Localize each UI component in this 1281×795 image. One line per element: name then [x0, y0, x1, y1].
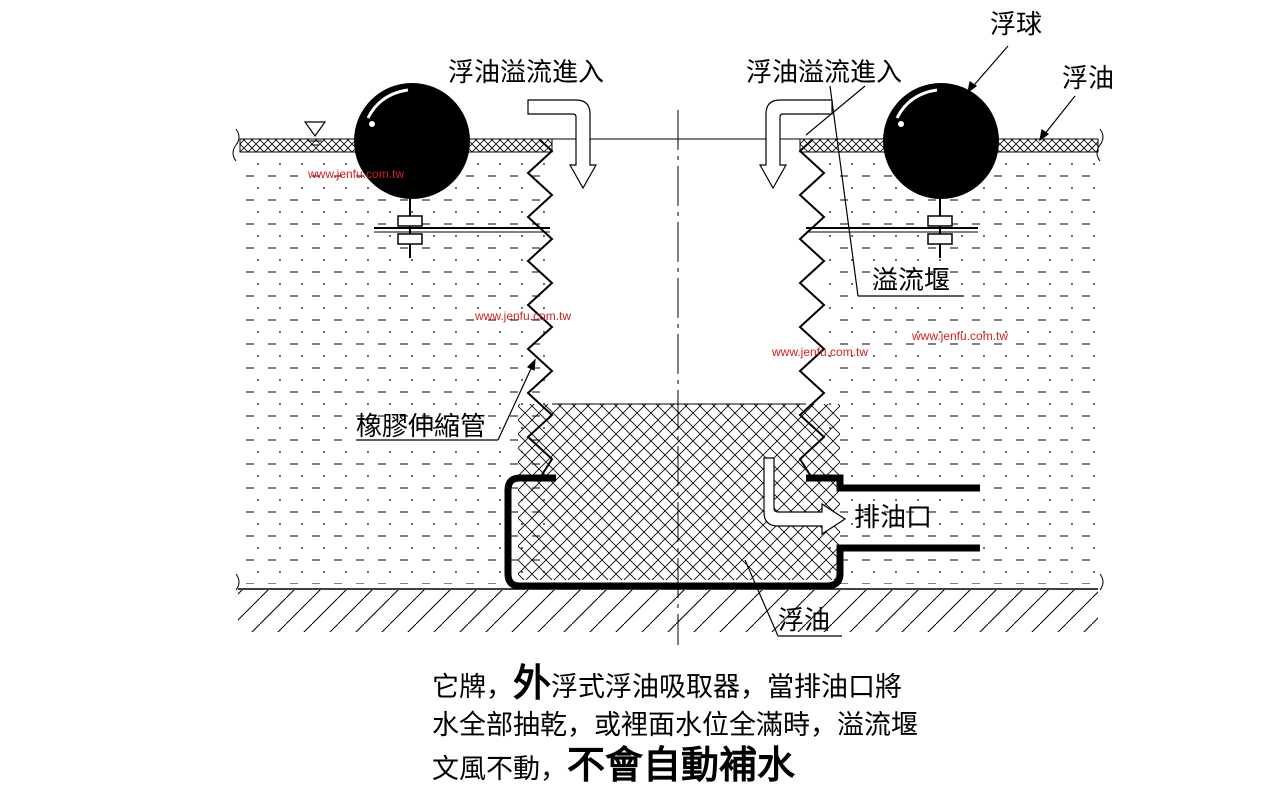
float-ball-left — [354, 83, 550, 258]
bellows-right — [798, 139, 826, 479]
bellows-left — [526, 139, 554, 479]
flow-arrow-outlet — [763, 457, 847, 536]
bellows-label: 橡膠伸縮管 — [356, 412, 487, 442]
caption-text: 浮式浮油吸取器，當排油口將 — [551, 672, 903, 703]
inflow-left-label: 浮油溢流進入 — [448, 58, 605, 88]
caption-line-2: 水全部抽乾，或裡面水位全滿時，溢流堰 — [432, 712, 918, 739]
water-level-symbol — [303, 121, 327, 146]
float-ball-label: 浮球 — [990, 10, 1043, 40]
water-area — [242, 152, 1096, 584]
float-ball-right — [806, 83, 999, 258]
watermark: www.jenfu.com.tw — [308, 167, 405, 181]
watermark: www.jenfu.com.tw — [475, 309, 572, 323]
ground — [238, 588, 1098, 632]
caption-text: 水全部抽乾，或裡面水位全滿時，溢流堰 — [432, 710, 918, 741]
weir-label: 溢流堰 — [872, 266, 951, 296]
caption-line-3: 文風不動，不會自動補水 — [432, 746, 795, 784]
flow-arrow-left — [527, 99, 598, 190]
collected-oil — [518, 403, 840, 580]
caption-line-1: 它牌，外浮式浮油吸取器，當排油口將 — [432, 664, 902, 702]
inflow-right-label: 浮油溢流進入 — [746, 58, 903, 88]
caption-emphasis: 外 — [513, 661, 552, 705]
collector-tank — [504, 474, 980, 590]
caption-text: 文風不動， — [432, 754, 567, 785]
watermark: www.jenfu.com.tw — [912, 329, 1009, 343]
collected-oil-label: 浮油 — [778, 606, 831, 636]
surface-oil-label: 浮油 — [1062, 64, 1115, 94]
flow-arrow-right — [758, 99, 833, 190]
watermark: www.jenfu.com.tw — [772, 345, 869, 359]
caption-emphasis: 不會自動補水 — [567, 743, 796, 787]
leader-lines — [356, 45, 1076, 637]
outlet-label: 排油口 — [854, 503, 933, 533]
caption-text: 它牌， — [432, 672, 513, 703]
